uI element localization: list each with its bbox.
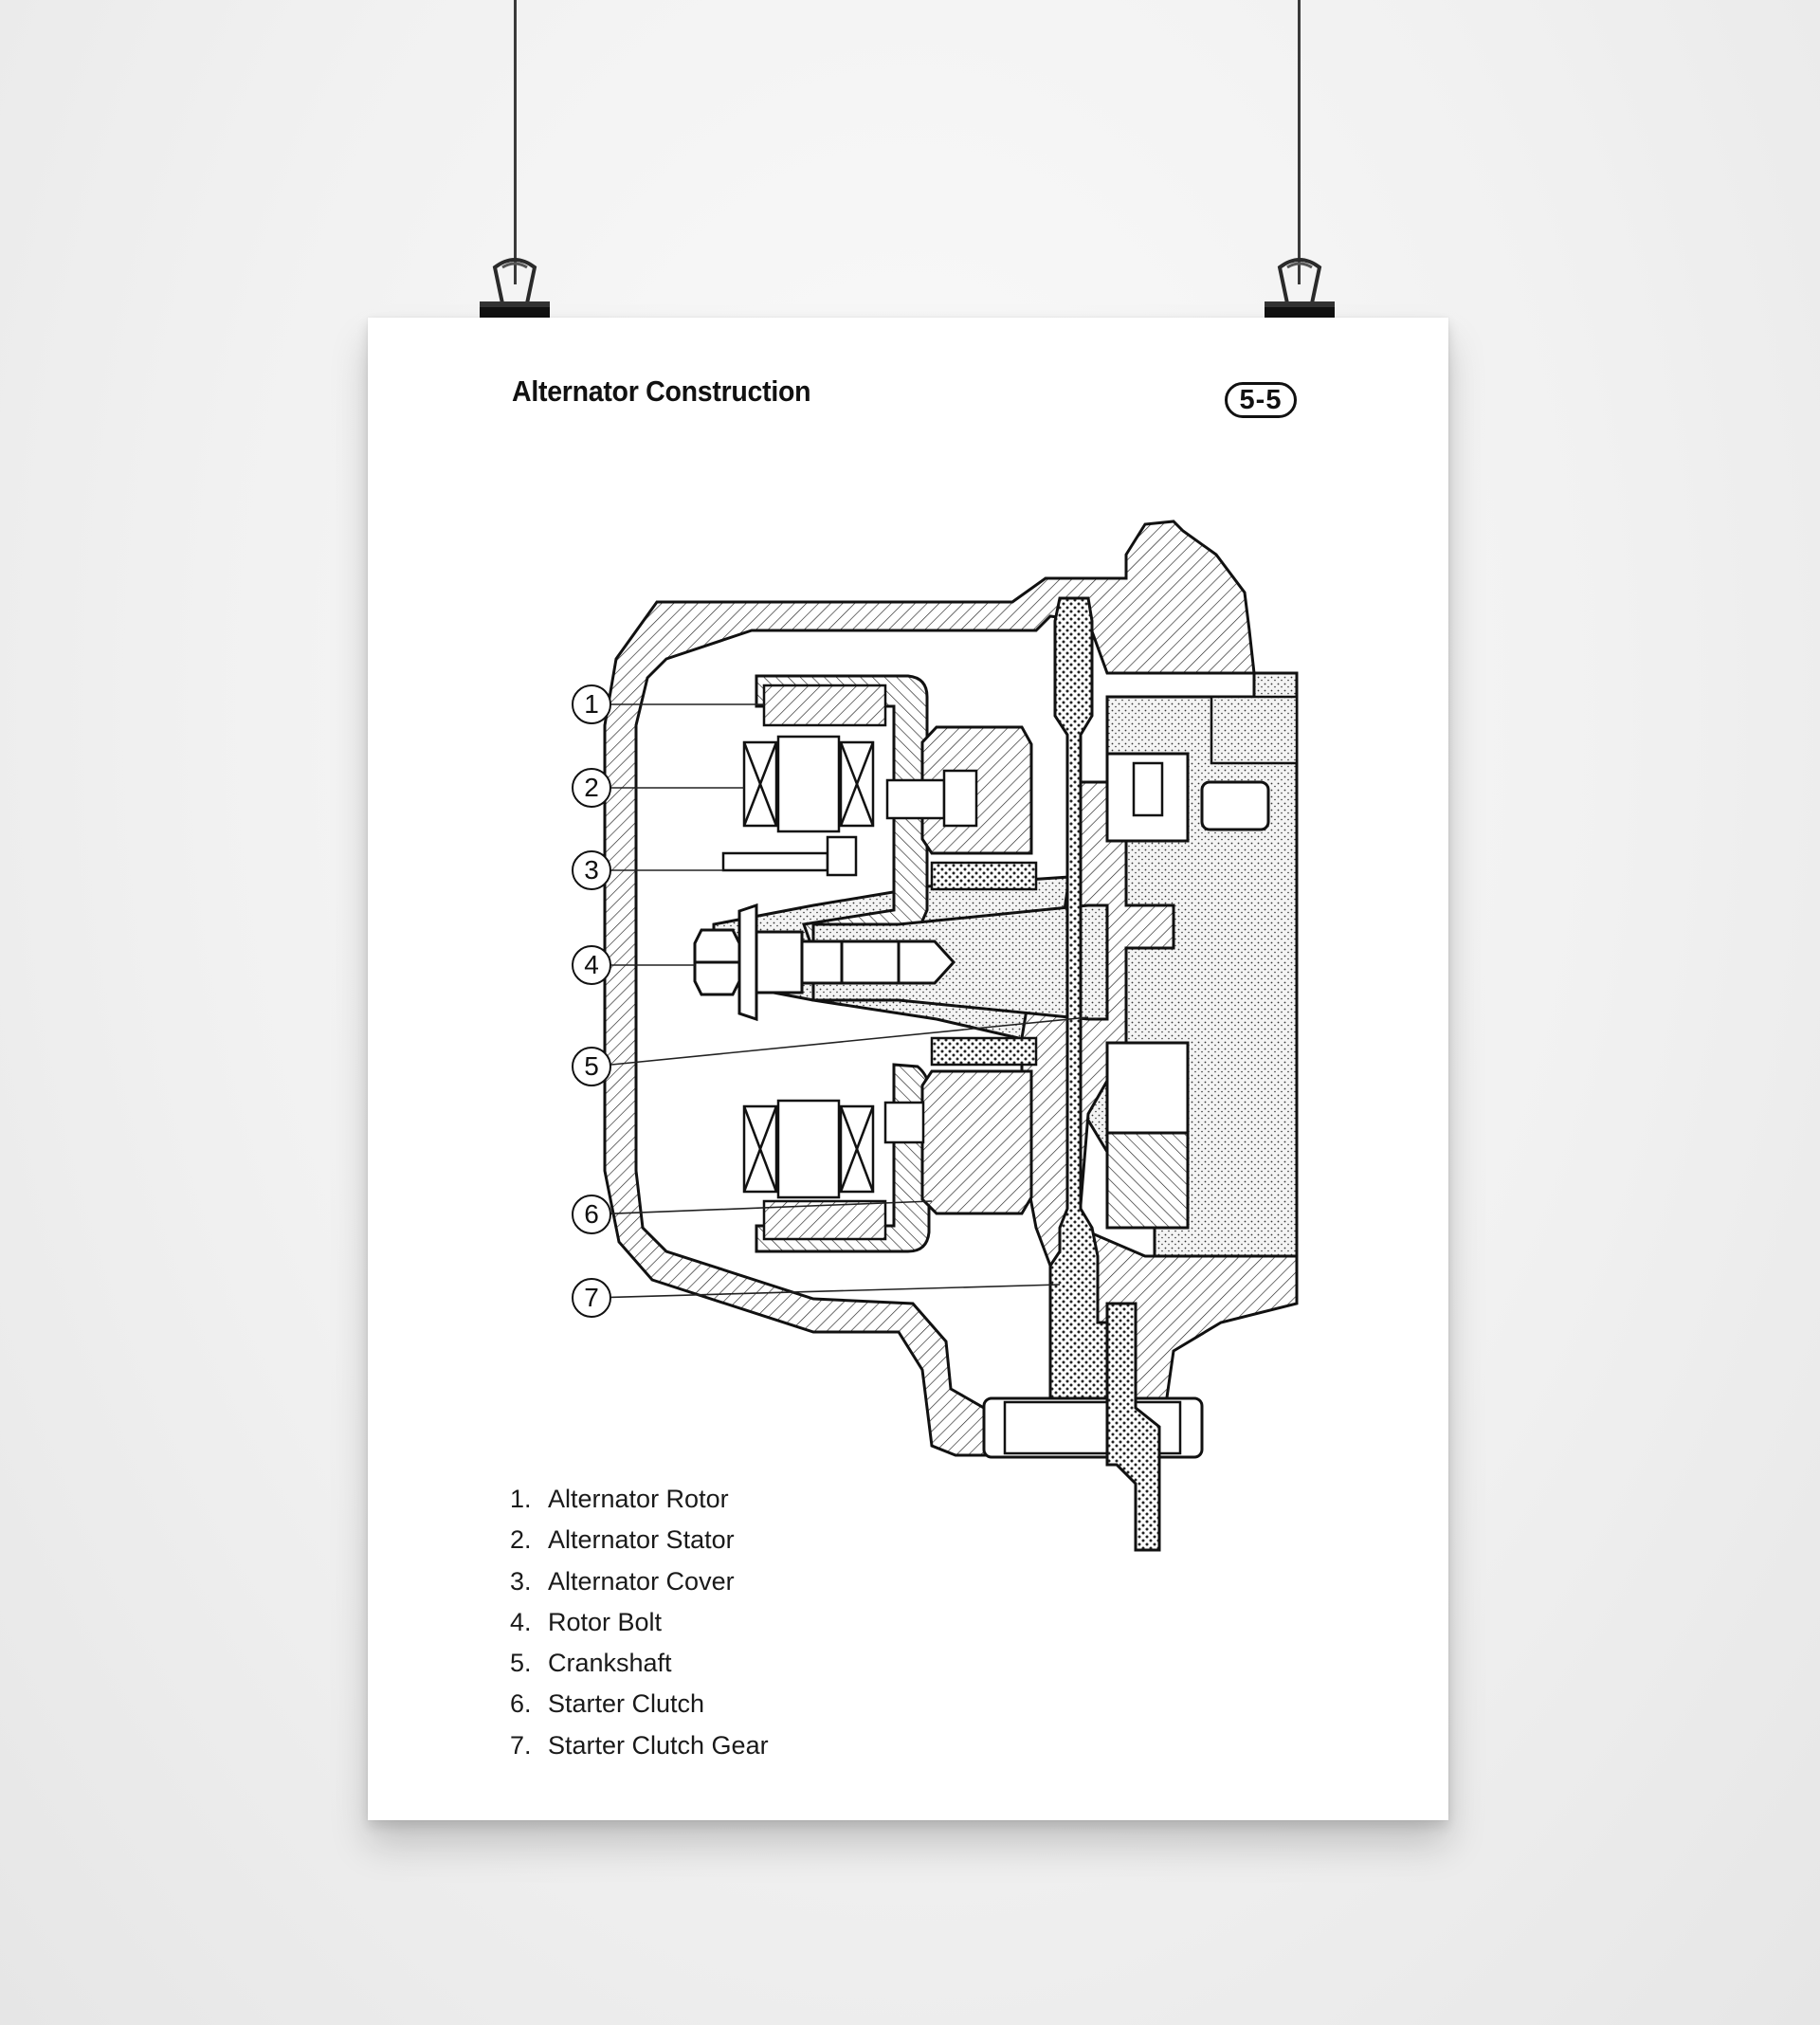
legend-item: 1.Alternator Rotor [510, 1485, 729, 1513]
clutch-hub-lower [930, 1036, 1038, 1067]
parts-legend: 1.Alternator Rotor 2.Alternator Stator 3… [510, 1479, 769, 1766]
clutch-hub-upper [930, 861, 1038, 891]
rotor-magnet-upper [762, 684, 887, 727]
legend-item: 6.Starter Clutch [510, 1689, 705, 1719]
clutch-bolt-upper [885, 778, 946, 820]
legend-item: 3.Alternator Cover [510, 1566, 735, 1596]
callout-2: 2 [572, 768, 611, 808]
legend-item: 5.Crankshaft [510, 1649, 672, 1678]
legend-item: 7.Starter Clutch Gear [510, 1730, 769, 1760]
rotor-bolt [693, 903, 956, 1022]
idler-gear [1105, 1302, 1161, 1552]
callout-leaders [592, 703, 1089, 1299]
crankshaft-taper [811, 903, 1109, 1021]
callout-5: 5 [572, 1047, 611, 1086]
legend-item: 2.Alternator Stator [510, 1525, 735, 1555]
stator-screw [721, 851, 829, 872]
hanging-wire-right [1298, 0, 1301, 284]
crank-web-upper [1210, 695, 1299, 765]
callout-6: 6 [572, 1195, 611, 1234]
page-title: Alternator Construction [512, 374, 811, 408]
clutch-bolt-lower [883, 1101, 925, 1144]
starter-clutch-lower [920, 1069, 1033, 1215]
hanging-wire-left [514, 0, 517, 284]
callout-7: 7 [572, 1278, 611, 1318]
stator-upper [742, 735, 875, 833]
stator-lower [742, 1099, 875, 1199]
alternator-cross-section-diagram [592, 520, 1299, 1552]
poster-sheet: Alternator Construction 5-5 [368, 318, 1448, 1820]
bearing-lower [1105, 1041, 1190, 1135]
crank-pin [1200, 780, 1270, 831]
page-number-badge: 5-5 [1225, 382, 1297, 418]
callout-4: 4 [572, 945, 611, 985]
callout-1: 1 [572, 684, 611, 724]
alternator-cover [603, 520, 1256, 1457]
legend-item: 4.Rotor Bolt [510, 1607, 663, 1636]
callout-3: 3 [572, 850, 611, 890]
